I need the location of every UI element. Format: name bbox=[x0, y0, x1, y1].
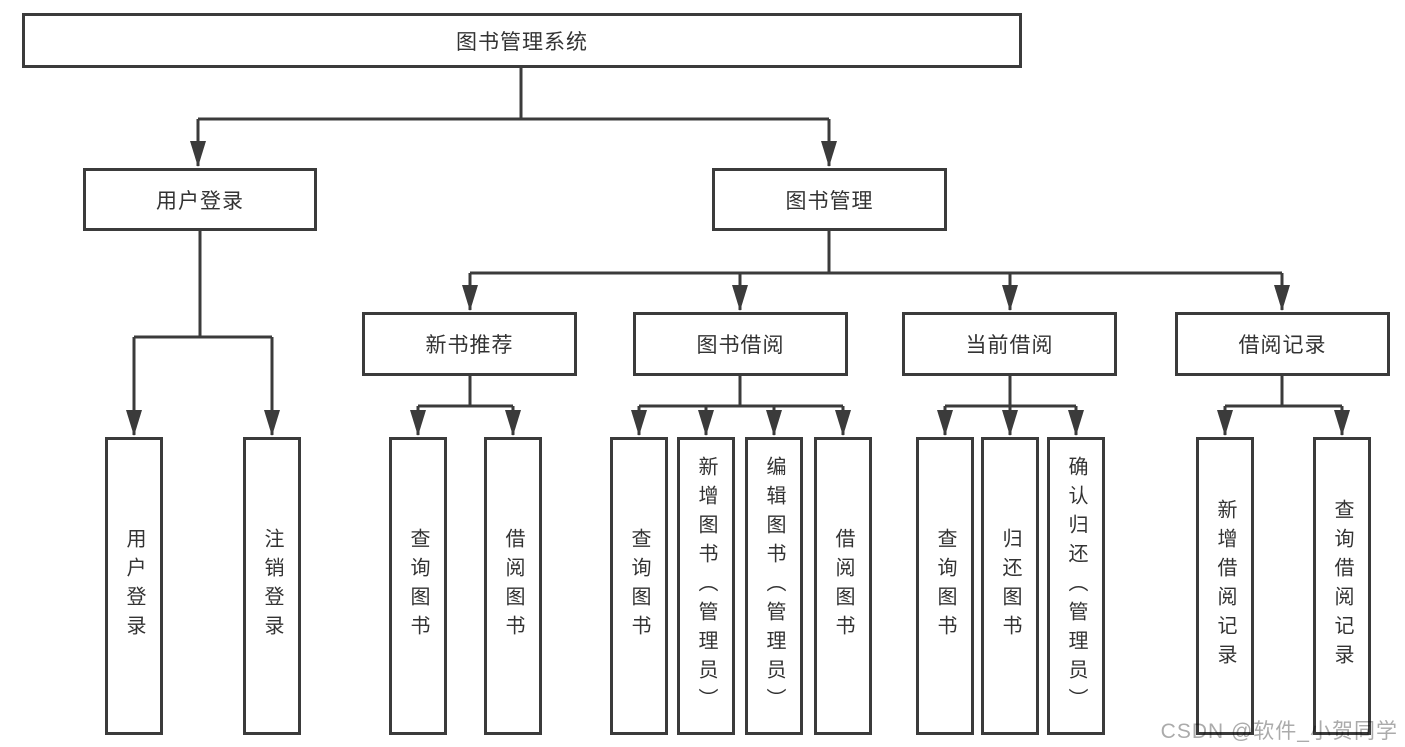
leaf-add-borrow-record: 新增借阅记录 bbox=[1196, 437, 1254, 735]
leaf-borrow-books-recommend: 借阅图书 bbox=[484, 437, 542, 735]
leaf-label: 查询图书 bbox=[628, 528, 650, 644]
leaf-logout: 注销登录 bbox=[243, 437, 301, 735]
leaf-label: 新增图书（管理员） bbox=[695, 455, 717, 717]
leaf-label: 注销登录 bbox=[261, 528, 283, 644]
leaf-query-borrow-record: 查询借阅记录 bbox=[1313, 437, 1371, 735]
leaf-confirm-return-admin: 确认归还（管理员） bbox=[1047, 437, 1105, 735]
node-borrowing-records: 借阅记录 bbox=[1175, 312, 1390, 376]
node-current-borrowing: 当前借阅 bbox=[902, 312, 1117, 376]
leaf-label: 用户登录 bbox=[123, 528, 145, 644]
leaf-label: 查询借阅记录 bbox=[1331, 499, 1353, 673]
leaf-return-books: 归还图书 bbox=[981, 437, 1039, 735]
node-book-management: 图书管理 bbox=[712, 168, 947, 231]
leaf-query-books-recommend: 查询图书 bbox=[389, 437, 447, 735]
csdn-watermark: CSDN @软件_小贺同学 bbox=[1160, 720, 1398, 743]
leaf-user-login: 用户登录 bbox=[105, 437, 163, 735]
leaf-label: 查询图书 bbox=[407, 528, 429, 644]
leaf-label: 新增借阅记录 bbox=[1214, 499, 1236, 673]
node-new-book-recommendation: 新书推荐 bbox=[362, 312, 577, 376]
leaf-edit-books-admin: 编辑图书（管理员） bbox=[745, 437, 803, 735]
leaf-label: 借阅图书 bbox=[502, 528, 524, 644]
node-user-login: 用户登录 bbox=[83, 168, 317, 231]
leaf-borrow-books: 借阅图书 bbox=[814, 437, 872, 735]
leaf-label: 编辑图书（管理员） bbox=[763, 455, 785, 717]
node-library-management-system: 图书管理系统 bbox=[22, 13, 1022, 68]
leaf-query-books-borrow: 查询图书 bbox=[610, 437, 668, 735]
leaf-query-books-current: 查询图书 bbox=[916, 437, 974, 735]
leaf-label: 确认归还（管理员） bbox=[1065, 455, 1087, 717]
leaf-label: 归还图书 bbox=[999, 528, 1021, 644]
leaf-label: 查询图书 bbox=[934, 528, 956, 644]
node-book-borrowing: 图书借阅 bbox=[633, 312, 848, 376]
leaf-add-books-admin: 新增图书（管理员） bbox=[677, 437, 735, 735]
leaf-label: 借阅图书 bbox=[832, 528, 854, 644]
